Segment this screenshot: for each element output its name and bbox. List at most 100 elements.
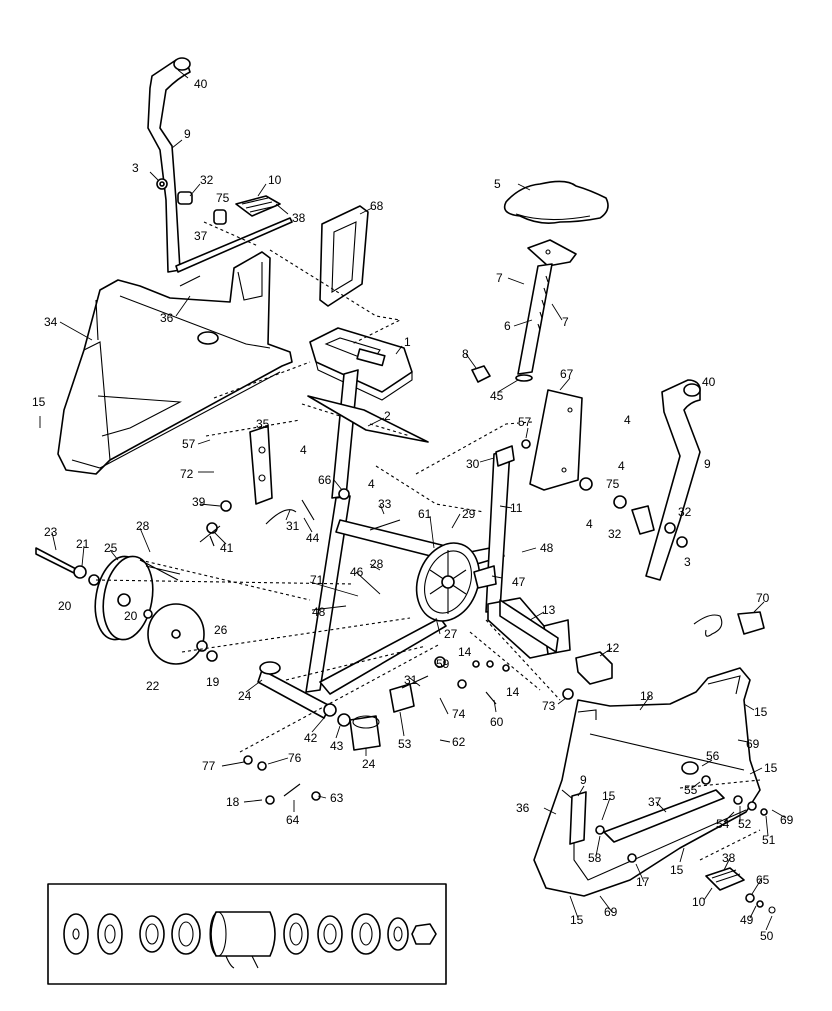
- callout-47: 47: [512, 575, 526, 589]
- callout-15: 15: [670, 863, 684, 877]
- callout-73: 73: [542, 699, 556, 713]
- callout-72: 72: [180, 467, 194, 481]
- front-stabilizer: [257, 661, 381, 751]
- lower-hardware: [243, 656, 574, 805]
- callout-15: 15: [570, 913, 584, 927]
- callout-4: 4: [624, 413, 631, 427]
- ac-adapter-70: [693, 611, 765, 637]
- callout-54: 54: [716, 817, 730, 831]
- callout-38: 38: [292, 211, 306, 225]
- callout-35: 35: [256, 417, 270, 431]
- callout-38: 38: [722, 851, 736, 865]
- callout-6: 6: [504, 319, 511, 333]
- callout-37: 37: [194, 229, 208, 243]
- callout-9: 9: [184, 127, 191, 141]
- callout-40: 40: [702, 375, 716, 389]
- callout-20: 20: [124, 609, 138, 623]
- callout-22: 22: [146, 679, 160, 693]
- callout-45: 45: [490, 389, 504, 403]
- callout-31: 31: [404, 673, 418, 687]
- callout-13: 13: [542, 603, 556, 617]
- callout-15: 15: [602, 789, 616, 803]
- callout-67: 67: [560, 367, 574, 381]
- callout-65: 65: [756, 873, 770, 887]
- callout-57: 57: [182, 437, 196, 451]
- callout-48: 48: [312, 605, 326, 619]
- callout-21: 21: [76, 537, 90, 551]
- assembly-lines: [95, 221, 761, 861]
- left-shroud: [57, 251, 293, 475]
- leader-lines: [39, 69, 787, 931]
- callout-27: 27: [444, 627, 458, 641]
- callout-46: 46: [350, 565, 364, 579]
- callout-60: 60: [490, 715, 504, 729]
- right-shroud-hardware: [595, 795, 776, 914]
- callout-77: 77: [202, 759, 216, 773]
- console: [309, 327, 413, 401]
- callout-51: 51: [762, 833, 776, 847]
- callout-28: 28: [370, 557, 384, 571]
- callout-20: 20: [58, 599, 72, 613]
- callout-26: 26: [214, 623, 228, 637]
- callout-7: 7: [562, 315, 569, 329]
- callout-18: 18: [226, 795, 240, 809]
- callout-36: 36: [516, 801, 530, 815]
- callout-4: 4: [368, 477, 375, 491]
- callout-9: 9: [704, 457, 711, 471]
- callout-25: 25: [104, 541, 118, 555]
- callout-12: 12: [606, 641, 620, 655]
- callout-39: 39: [192, 495, 206, 509]
- callout-labels: 40 9 3 32 10 75 38 37 68 5 7 7 6 8 45 34…: [32, 77, 794, 943]
- callout-10: 10: [268, 173, 282, 187]
- callout-4: 4: [618, 459, 625, 473]
- callout-44: 44: [306, 531, 320, 545]
- seat-knob: [471, 365, 491, 383]
- callout-32: 32: [608, 527, 622, 541]
- callout-11: 11: [510, 501, 523, 515]
- callout-36: 36: [160, 311, 174, 325]
- callout-32: 32: [678, 505, 692, 519]
- callout-32: 32: [200, 173, 214, 187]
- callout-70: 70: [756, 591, 770, 605]
- callout-14: 14: [506, 685, 520, 699]
- callout-4: 4: [586, 517, 593, 531]
- callout-15: 15: [32, 395, 46, 409]
- callout-43: 43: [330, 739, 344, 753]
- callout-74: 74: [452, 707, 466, 721]
- callout-9: 9: [580, 773, 587, 787]
- callout-15: 15: [764, 761, 778, 775]
- callout-64: 64: [286, 813, 300, 827]
- right-panel-67: [529, 389, 583, 491]
- crank-pulley: [35, 547, 218, 665]
- callout-69: 69: [746, 737, 760, 751]
- callout-1: 1: [404, 335, 411, 349]
- stabilizer-13: [499, 599, 559, 653]
- left-handlebar: [147, 57, 191, 273]
- callout-14: 14: [458, 645, 472, 659]
- callout-48: 48: [540, 541, 554, 555]
- seat-post: [515, 239, 577, 382]
- callout-19: 19: [206, 675, 220, 689]
- callout-62: 62: [452, 735, 466, 749]
- bracket-35: [249, 425, 273, 505]
- callout-69: 69: [604, 905, 618, 919]
- callout-7: 7: [496, 271, 503, 285]
- callout-49: 49: [740, 913, 754, 927]
- callout-66: 66: [318, 473, 332, 487]
- callout-34: 34: [44, 315, 58, 329]
- callout-29: 29: [462, 507, 476, 521]
- callout-8: 8: [462, 347, 469, 361]
- end-cap-12: [575, 651, 613, 685]
- callout-24: 24: [238, 689, 252, 703]
- seat: [503, 180, 609, 224]
- callout-33: 33: [378, 497, 392, 511]
- callout-10: 10: [692, 895, 706, 909]
- callout-75: 75: [216, 191, 230, 205]
- callout-30: 30: [466, 457, 480, 471]
- callout-52: 52: [738, 817, 752, 831]
- callout-24: 24: [362, 757, 376, 771]
- callout-68: 68: [370, 199, 384, 213]
- callout-50: 50: [760, 929, 774, 943]
- callout-2: 2: [384, 409, 391, 423]
- right-hardware: [495, 439, 688, 548]
